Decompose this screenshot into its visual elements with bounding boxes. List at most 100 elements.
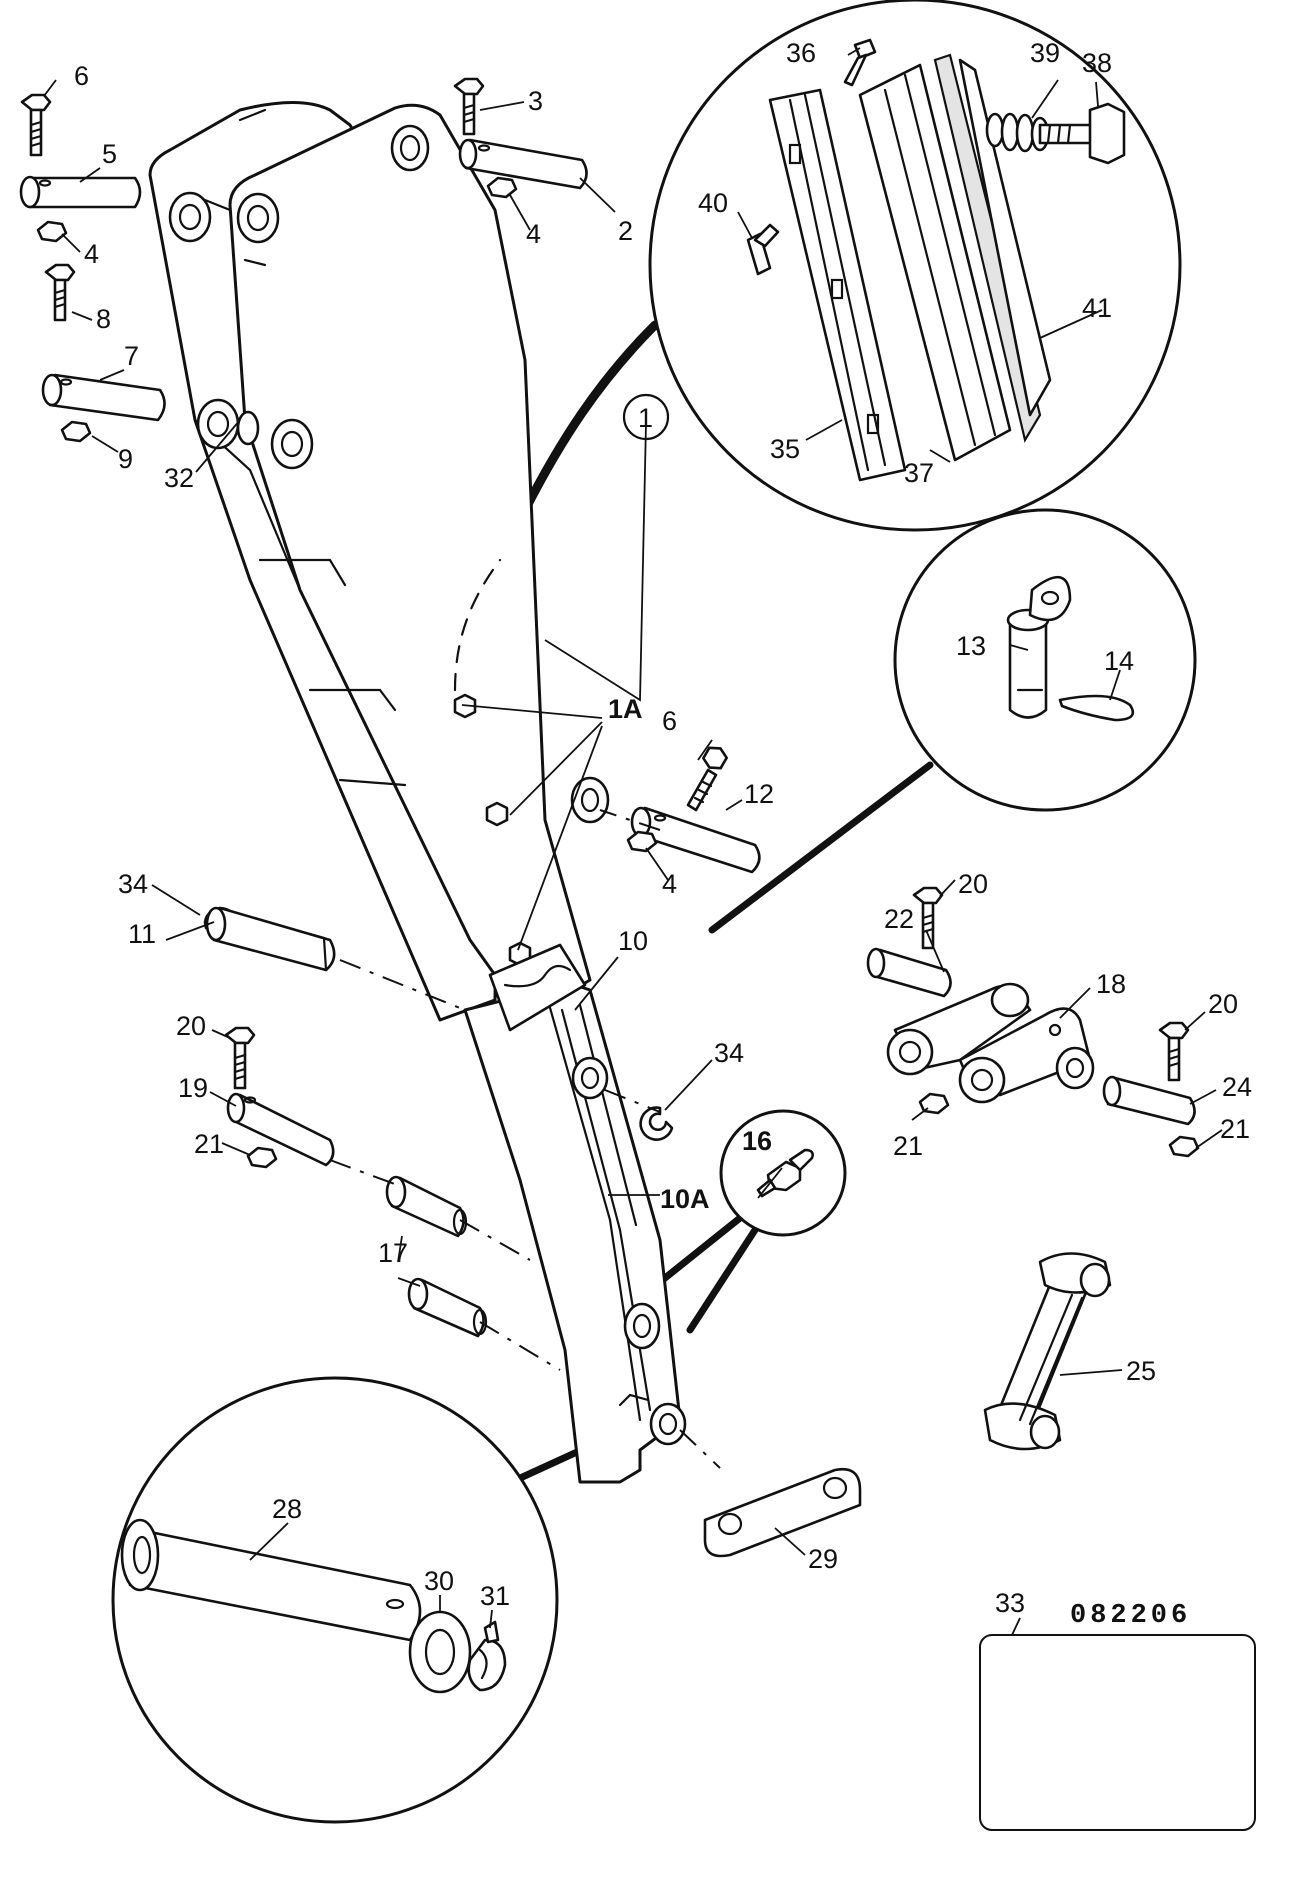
- dipper-boss-tip: [649, 1402, 687, 1446]
- callout-38: 38: [1082, 48, 1112, 78]
- callout-4-top: 4: [526, 219, 541, 249]
- part-4-nut-mid: [626, 830, 658, 853]
- callout-12: 12: [744, 779, 774, 809]
- part-6-bolt-mid: [686, 746, 728, 812]
- callout-4-mid: 4: [662, 869, 677, 899]
- part-4-nut-top: [486, 176, 518, 199]
- callout-11: 11: [128, 919, 156, 949]
- callout-18: 18: [1096, 969, 1126, 999]
- callout-6-mid: 6: [662, 706, 677, 736]
- callout-17: 17: [378, 1238, 408, 1268]
- dipper-arm-part-10: [463, 943, 687, 1484]
- callout-40: 40: [698, 188, 728, 218]
- boss-mid-rear: [196, 398, 240, 450]
- part-21-nut-right: [1168, 1135, 1200, 1158]
- part-21-nut-left: [246, 1146, 278, 1169]
- callout-10: 10: [618, 926, 648, 956]
- callout-14: 14: [1104, 646, 1134, 676]
- part-14-r-clip: [1058, 694, 1135, 722]
- callout-10a: 10A: [660, 1184, 710, 1214]
- dipper-body: [463, 958, 682, 1484]
- detail-grease-nipple: [719, 1109, 847, 1237]
- part-40-clip: [746, 223, 780, 276]
- part-18-linkage: [886, 982, 1095, 1104]
- callout-25: 25: [1126, 1356, 1156, 1386]
- part-38-bolt: [1038, 102, 1126, 165]
- callout-41: 41: [1082, 293, 1112, 323]
- part-5-pin: [19, 175, 142, 209]
- part-36-screw: [843, 38, 877, 87]
- callout-20-upper: 20: [958, 869, 988, 899]
- loose-hardware-left: [19, 77, 761, 1469]
- callout-34-left: 34: [118, 869, 148, 899]
- part-20-bolt-upper: [912, 886, 944, 950]
- part-25-link: [983, 1252, 1112, 1451]
- callout-35: 35: [770, 434, 800, 464]
- boss-mid-front: [270, 418, 314, 470]
- callout-1a: 1A: [608, 694, 643, 724]
- part-20-bolt-right: [1158, 1021, 1190, 1082]
- callout-13: 13: [956, 631, 986, 661]
- part-24-pin: [1102, 1075, 1196, 1126]
- callout-33: 33: [995, 1588, 1025, 1618]
- callout-leaders: [43, 47, 1223, 1636]
- callout-16: 16: [742, 1126, 772, 1156]
- part-41-plate: [958, 58, 1052, 417]
- detail-wear-pad-assembly: [648, 0, 1182, 532]
- callout-30: 30: [424, 1566, 454, 1596]
- part-30-washer: [408, 1610, 472, 1694]
- part-4-nut-left: [36, 220, 68, 243]
- callout-29: 29: [808, 1544, 838, 1574]
- detail-main-pin: [111, 1376, 559, 1824]
- callout-7: 7: [124, 341, 139, 371]
- callout-6-top: 6: [74, 61, 89, 91]
- callout-22: 22: [884, 904, 914, 934]
- part-20-bolt-left: [224, 1026, 256, 1090]
- part-39-spring: [985, 112, 1050, 153]
- part-9-nut: [60, 420, 92, 443]
- callout-9: 9: [118, 444, 133, 474]
- callout-21-right: 21: [1220, 1114, 1250, 1144]
- part-8-bolt: [44, 263, 76, 322]
- part-11-pin: [205, 906, 336, 972]
- callout-3: 3: [528, 86, 543, 116]
- boss-pivot: [570, 776, 610, 824]
- boss-top-front: [390, 124, 430, 172]
- callout-39: 39: [1030, 38, 1060, 68]
- callout-21-left: 21: [194, 1129, 224, 1159]
- part-2-pin: [458, 138, 588, 190]
- linkage-parts-right: [703, 886, 1200, 1558]
- callout-32: 32: [164, 463, 194, 493]
- part-32-washer: [236, 410, 260, 446]
- part-33-decal: [979, 1634, 1256, 1831]
- callout-31: 31: [480, 1581, 510, 1611]
- callout-4-left: 4: [84, 239, 99, 269]
- callout-36: 36: [786, 38, 816, 68]
- part-29-link-plate: [703, 1467, 862, 1558]
- callout-2: 2: [618, 216, 633, 246]
- callout-34-right: 34: [714, 1038, 744, 1068]
- part-34-circlip-right: [639, 1106, 674, 1141]
- callout-21-mid: 21: [893, 1131, 923, 1161]
- part-3-bolt: [453, 77, 485, 136]
- callout-20-right: 20: [1208, 989, 1238, 1019]
- callout-24: 24: [1222, 1072, 1252, 1102]
- part-19-pin: [226, 1092, 335, 1167]
- dipper-boss-lower: [623, 1302, 661, 1350]
- callout-1: 1: [638, 403, 653, 433]
- callout-37: 37: [904, 458, 934, 488]
- callout-28: 28: [272, 1494, 302, 1524]
- detail-lynch-pin: [893, 508, 1197, 812]
- part-17-bushes: [385, 1175, 488, 1338]
- part-31-linch-pin: [467, 1620, 507, 1692]
- boss-top-rear: [168, 191, 212, 243]
- callout-labels: 6 5 4 8 7 9 32 3 2 4 1 1A 6 12 4 34 11 1…: [74, 38, 1252, 1631]
- part-7-pin: [41, 373, 166, 422]
- part-22-pin: [866, 947, 952, 998]
- part-13-pin: [1006, 575, 1072, 719]
- boss-top-front-2: [236, 192, 280, 244]
- callout-5: 5: [102, 139, 117, 169]
- drawing-number: 082206: [1070, 1601, 1191, 1631]
- dipper-boss-upper: [571, 1056, 609, 1100]
